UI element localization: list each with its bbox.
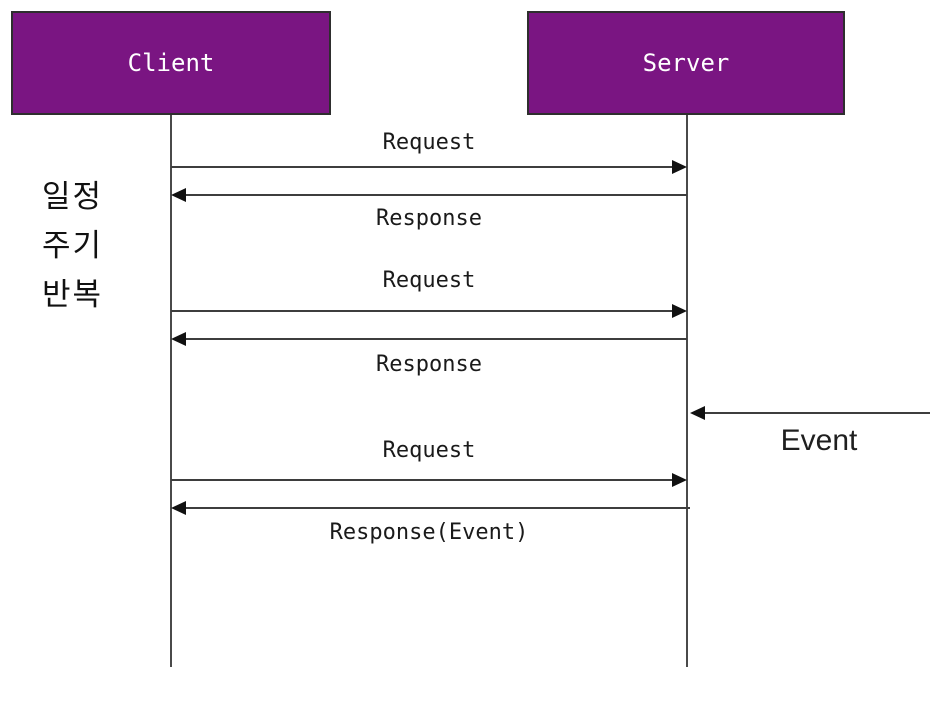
arrowhead-right-icon xyxy=(672,304,687,318)
message-arrow-request-2 xyxy=(171,310,673,312)
message-label-response-event: Response(Event) xyxy=(329,520,529,545)
message-label-request-1: Request xyxy=(382,130,476,155)
arrowhead-left-icon xyxy=(690,406,705,420)
actor-label-server: Server xyxy=(642,49,730,77)
message-arrow-event xyxy=(704,412,930,414)
note-line: 일정 xyxy=(42,179,104,214)
message-label-response-1: Response xyxy=(376,206,482,231)
note-line: 반복 xyxy=(42,277,104,312)
note-line: 주기 xyxy=(42,228,104,263)
message-label-response-2: Response xyxy=(376,352,482,377)
message-label-event: Event xyxy=(780,424,858,457)
message-label-request-3: Request xyxy=(382,438,476,463)
message-arrow-request-3 xyxy=(171,479,673,481)
lifeline-client xyxy=(170,115,172,667)
message-arrow-response-1 xyxy=(185,194,687,196)
message-label-request-2: Request xyxy=(382,268,476,293)
arrowhead-left-icon xyxy=(171,501,186,515)
actor-label-client: Client xyxy=(127,49,215,77)
arrowhead-left-icon xyxy=(171,332,186,346)
arrowhead-right-icon xyxy=(672,160,687,174)
message-arrow-response-3 xyxy=(185,507,690,509)
actor-box-client: Client xyxy=(11,11,331,115)
message-arrow-request-1 xyxy=(171,166,673,168)
arrowhead-right-icon xyxy=(672,473,687,487)
lifeline-server xyxy=(686,115,688,667)
arrowhead-left-icon xyxy=(171,188,186,202)
repeat-cycle-note: 일정 주기 반복 xyxy=(42,172,103,319)
actor-box-server: Server xyxy=(527,11,845,115)
message-arrow-response-2 xyxy=(185,338,687,340)
